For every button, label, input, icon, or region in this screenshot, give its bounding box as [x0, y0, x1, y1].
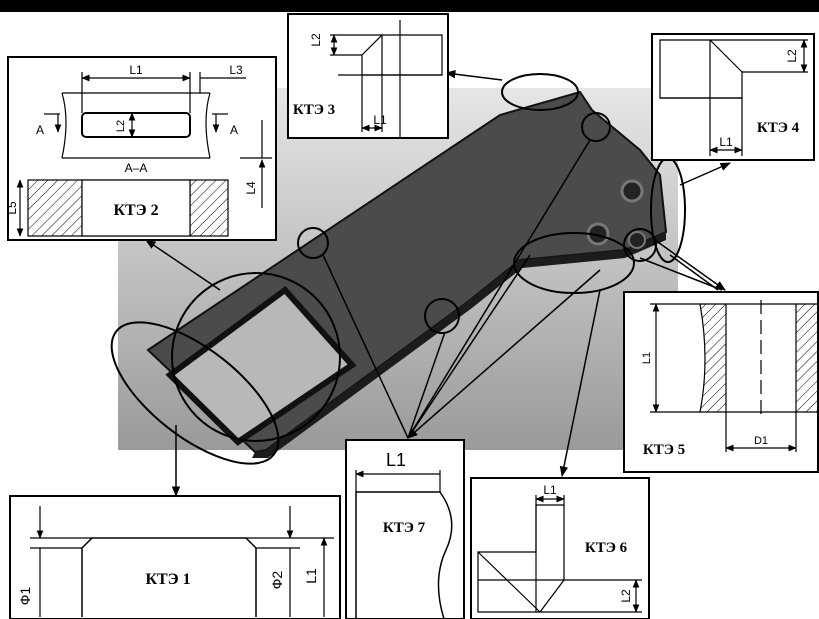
kte5-dim-l1: L1: [641, 352, 653, 364]
kte1-dim-phi1: Ф1: [17, 587, 33, 606]
kte1-dim-l1: L1: [303, 568, 319, 584]
leader-lines: [145, 70, 731, 498]
top-band: [0, 0, 819, 12]
kte2-section-label: A–A: [125, 161, 148, 175]
kte3-dim-l2: L2: [309, 33, 323, 47]
panel-kte7: L1 КТЭ 7: [345, 439, 465, 619]
kte4-dim-l1: L1: [719, 135, 733, 149]
rectangular-cutout: [165, 285, 357, 446]
panel-kte1: Ф1 Ф2 L1 КТЭ 1: [9, 495, 341, 619]
callout-kte7-circle-b: [424, 298, 460, 334]
kte2-dim-l5: L5: [5, 201, 19, 215]
callout-kte3-ellipse: [501, 73, 579, 111]
kte4-title: КТЭ 4: [757, 120, 800, 136]
kte7-dim-l1: L1: [386, 450, 406, 470]
kte3-title: КТЭ 3: [293, 102, 335, 118]
panel-kte5: L1 D1 КТЭ 5: [623, 291, 819, 473]
kte1-dim-phi2: Ф2: [269, 571, 285, 590]
kte7-title: КТЭ 7: [383, 520, 426, 536]
kte2-dim-l1: L1: [129, 63, 143, 77]
kte6-dim-l1: L1: [543, 483, 557, 497]
kte5-dim-d1: D1: [754, 435, 768, 447]
panel-kte6: L1 L2 КТЭ 6: [470, 477, 650, 619]
kte2-title: КТЭ 2: [113, 202, 158, 219]
callout-kte5-circle: [623, 228, 657, 262]
kte2-section-a-left: A: [36, 123, 44, 137]
panel-kte4: L2 L1 КТЭ 4: [651, 33, 815, 161]
callout-kte4-circle: [581, 112, 611, 142]
hole-1: [620, 179, 644, 203]
callout-kte7-circle-a: [297, 227, 329, 259]
callout-kte1-ellipse: [110, 321, 280, 465]
panel-kte3: L2 L1 КТЭ 3: [287, 13, 449, 139]
kte5-title: КТЭ 5: [643, 442, 685, 458]
kte1-title: КТЭ 1: [145, 571, 190, 588]
kte4-dim-l2: L2: [785, 49, 799, 63]
kte3-dim-l1: L1: [373, 113, 387, 127]
kte2-section-a-right: A: [230, 123, 238, 137]
panel-kte2: L1 L3 L2 A A A–A L4 L5 КТЭ 2: [5, 56, 277, 241]
kte2-dim-l4: L4: [244, 181, 258, 195]
callout-kte2-circle: [171, 272, 341, 442]
kte6-title: КТЭ 6: [585, 540, 628, 556]
hole-3: [628, 231, 646, 249]
kte2-dim-l3: L3: [229, 63, 243, 77]
kte2-dim-l2: L2: [115, 120, 127, 132]
kte6-dim-l2: L2: [619, 589, 633, 603]
